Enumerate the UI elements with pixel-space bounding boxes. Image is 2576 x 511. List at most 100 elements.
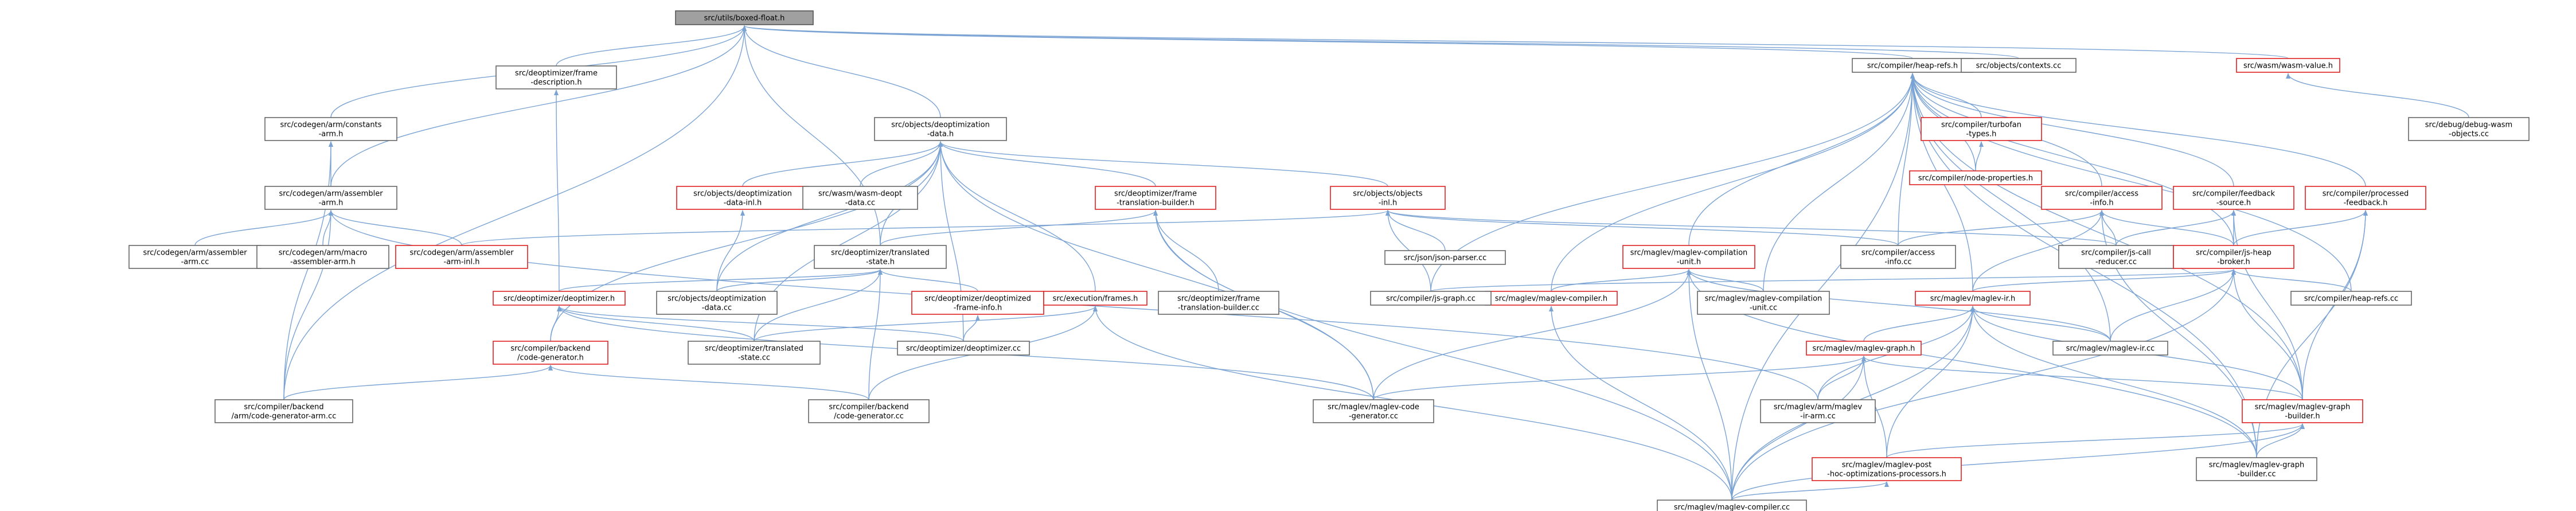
node-wasm-deopt[interactable]: src/wasm/wasm-deopt-data.cc: [802, 186, 918, 210]
node-label: src/deoptimizer/translated: [831, 249, 930, 258]
edge-frame_desc-to-root: [556, 25, 747, 67]
edge-node_props-to-turbofan_types: [1975, 141, 1984, 171]
node-assembler-arm[interactable]: src/codegen/arm/assembler-arm.h: [264, 186, 397, 210]
node-label: /code-generator.cc: [834, 412, 904, 421]
node-box: [1158, 291, 1279, 315]
edge-maglev_compiler_cc-to-js_heap_broker: [1731, 269, 2236, 501]
node-feedback-src[interactable]: src/compiler/feedback-source.h: [2173, 186, 2294, 210]
node-box: [2041, 186, 2163, 210]
edge-frame_tb_cc-to-frame_tb: [1153, 210, 1219, 292]
edge-deoptimizer_cc-to-deopt_frame_info: [963, 315, 980, 342]
node-label: -arm.h: [319, 130, 344, 139]
node-objects-inl[interactable]: src/objects/objects-inl.h: [1330, 186, 1446, 210]
node-root[interactable]: src/utils/boxed-float.h: [675, 10, 814, 25]
node-label: src/json/json-parser.cc: [1404, 254, 1487, 263]
node-maglev-gb-cc[interactable]: src/maglev/maglev-graph-builder.cc: [2196, 457, 2317, 481]
node-box: [214, 399, 353, 423]
node-assembler-arm-cc[interactable]: src/codegen/arm/assembler-arm.cc: [128, 245, 261, 269]
node-label: src/compiler/access: [1861, 249, 1935, 258]
edge-maglev_compiler_cc-to-frame_tb: [1153, 210, 1732, 501]
node-box: [2173, 186, 2294, 210]
node-deoptimizer-cc[interactable]: src/deoptimizer/deoptimizer.cc: [897, 341, 1030, 356]
node-label: src/compiler/js-heap: [2196, 249, 2271, 258]
node-maglev-cu[interactable]: src/maglev/maglev-compilation-unit.h: [1622, 245, 1755, 269]
node-maglev-codegen-cc[interactable]: src/maglev/maglev-code-generator.cc: [1313, 399, 1434, 423]
node-label: src/compiler/backend: [510, 345, 590, 353]
node-maglev-cu-cc[interactable]: src/maglev/maglev-compilation-unit.cc: [1697, 291, 1830, 315]
edge-deopt_data_cc-to-deopt_data_inl: [716, 210, 745, 292]
node-maglev-ir-cc[interactable]: src/maglev/maglev-ir.cc: [2052, 341, 2168, 356]
node-label: src/objects/deoptimization: [891, 121, 990, 130]
node-maglev-compiler-h[interactable]: src/maglev/maglev-compiler.h: [1485, 291, 1618, 306]
node-label: src/objects/deoptimization: [668, 295, 766, 303]
node-constants[interactable]: src/codegen/arm/constants-arm.h: [264, 117, 397, 141]
node-graph-cc[interactable]: src/compiler/js-graph.cc: [1370, 291, 1492, 306]
node-maglev-ir-h[interactable]: src/maglev/maglev-ir.h: [1915, 291, 2031, 306]
edge-maglev_codegen_cc-to-deopt_data: [938, 141, 1374, 400]
node-label: -builder.cc: [2237, 470, 2276, 479]
node-access-info[interactable]: src/compiler/access-info.h: [2041, 186, 2163, 210]
edge-maglev_compiler_cc-to-maglev_gb_h: [1731, 423, 2305, 501]
node-box: [2058, 245, 2174, 269]
node-frame-tb[interactable]: src/deoptimizer/frame-translation-builde…: [1095, 186, 1216, 210]
node-deopt-data-inl[interactable]: src/objects/deoptimization-data-inl.h: [676, 186, 809, 210]
edge-maglev_cu-to-heap_refs: [1688, 73, 1915, 246]
edge-maglev_compiler_cc-to-heap_refs: [1731, 73, 1915, 501]
node-maglev-graph-h[interactable]: src/maglev/maglev-graph.h: [1806, 341, 1922, 356]
node-box: [688, 341, 821, 365]
node-label: src/deoptimizer/translated: [705, 345, 803, 353]
node-box: [676, 186, 809, 210]
node-translated-state-cc[interactable]: src/deoptimizer/translated-state.cc: [688, 341, 821, 365]
node-frame-tb-cc[interactable]: src/deoptimizer/frame-translation-builde…: [1158, 291, 1279, 315]
edge-maglev_compiler_cc-to-maglev_cu: [1687, 269, 1732, 501]
node-box: [1622, 245, 1755, 269]
node-contexts[interactable]: src/objects/contexts.cc: [1961, 58, 2077, 73]
node-deopt-frame-info[interactable]: src/deoptimizer/deoptimized-frame-info.h: [911, 291, 1044, 315]
node-assembler-inl[interactable]: src/codegen/arm/assembler-arm-inl.h: [395, 245, 528, 269]
node-box: [897, 341, 1030, 356]
node-node-props[interactable]: src/compiler/node-properties.h: [1909, 170, 2042, 185]
node-maglev-ir-arm[interactable]: src/maglev/arm/maglev-ir-arm.cc: [1760, 399, 1876, 423]
node-processed-fb[interactable]: src/compiler/processed-feedback.h: [2305, 186, 2426, 210]
node-maglev-compiler-cc[interactable]: src/maglev/maglev-compiler.cc: [1657, 500, 1807, 511]
node-deopt-data[interactable]: src/objects/deoptimization-data.h: [874, 117, 1007, 141]
node-deopt-data-cc[interactable]: src/objects/deoptimization-data.cc: [656, 291, 778, 315]
node-debug-wasm[interactable]: src/debug/debug-wasm-objects.cc: [2408, 117, 2530, 141]
node-macro-asm[interactable]: src/codegen/arm/macro-assembler-arm.h: [256, 245, 389, 269]
node-json-parser[interactable]: src/json/json-parser.cc: [1384, 250, 1506, 265]
node-access-info-cc[interactable]: src/compiler/access-info.cc: [1840, 245, 1956, 269]
node-js-call[interactable]: src/compiler/js-call-reducer.cc: [2058, 245, 2174, 269]
node-codegen-arm-cc[interactable]: src/compiler/backend/arm/code-generator-…: [214, 399, 353, 423]
node-box: [814, 245, 947, 269]
node-codegen-cc[interactable]: src/compiler/backend/code-generator.cc: [808, 399, 930, 423]
edge-debug_wasm-to-wasm_value: [2286, 73, 2469, 118]
node-exec-frames[interactable]: src/execution/frames.h: [1043, 291, 1148, 306]
node-frame-desc[interactable]: src/deoptimizer/frame-description.h: [495, 65, 617, 89]
node-wasm-value[interactable]: src/wasm/wasm-value.h: [2236, 58, 2340, 73]
node-js-heap-broker[interactable]: src/compiler/js-heap-broker.h: [2173, 245, 2294, 269]
edge-frame_tb-to-deopt_data: [938, 141, 1156, 187]
edge-codegen_cc-to-translated_state: [868, 269, 883, 400]
node-codegen-h[interactable]: src/compiler/backend/code-generator.h: [493, 341, 608, 365]
edge-maglev_post-to-maglev_gb_h: [1886, 423, 2305, 458]
node-label: -frame-info.h: [954, 304, 1002, 313]
edge-turbofan_types-to-heap_refs: [1910, 73, 1982, 118]
node-label: src/compiler/turbofan: [1941, 121, 2021, 130]
node-label: src/compiler/heap-refs.cc: [2304, 295, 2398, 303]
node-box: [1697, 291, 1830, 315]
node-heap-refs[interactable]: src/compiler/heap-refs.h: [1852, 58, 1973, 73]
edge-maglev_compiler_cc-to-maglev_post: [1731, 481, 1889, 501]
node-label: -data-inl.h: [724, 199, 762, 208]
node-box: [656, 291, 778, 315]
node-maglev-post[interactable]: src/maglev/maglev-post-hoc-optimizations…: [1812, 457, 1962, 481]
edge-translated_state_cc-to-translated_state: [754, 269, 883, 342]
node-deoptimizer-h[interactable]: src/deoptimizer/deoptimizer.h: [493, 291, 626, 306]
node-translated-state[interactable]: src/deoptimizer/translated-state.h: [814, 245, 947, 269]
node-box: [1921, 117, 2042, 141]
node-turbofan-types[interactable]: src/compiler/turbofan-types.h: [1921, 117, 2042, 141]
node-box: [1384, 250, 1506, 265]
node-label: -ir-arm.cc: [1800, 412, 1836, 421]
node-label: -arm.h: [319, 199, 344, 208]
node-maglev-gb-h[interactable]: src/maglev/maglev-graph-builder.h: [2242, 399, 2363, 423]
node-heap-refs-cc[interactable]: src/compiler/heap-refs.cc: [2290, 291, 2412, 306]
